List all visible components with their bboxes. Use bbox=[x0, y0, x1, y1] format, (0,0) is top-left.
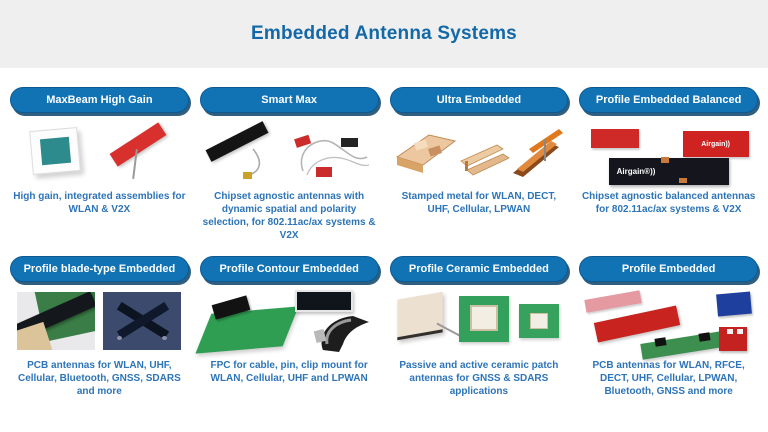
maxbeam-product-images bbox=[13, 121, 185, 185]
blue-pcb-module-image bbox=[715, 291, 752, 317]
balanced-product-images: Airgain)) Airgain®)) bbox=[583, 121, 755, 185]
ceramic-product-images bbox=[393, 290, 565, 354]
stamped-metal-antennas-image bbox=[395, 129, 563, 177]
green-pcb-strip-image bbox=[639, 330, 730, 360]
category-button-smart-max[interactable]: Smart Max bbox=[199, 87, 379, 113]
category-button-profile-ceramic[interactable]: Profile Ceramic Embedded bbox=[389, 256, 569, 282]
category-description: Passive and active ceramic patch antenna… bbox=[399, 360, 559, 397]
contact-pad-image bbox=[726, 329, 733, 334]
category-button-ultra-embedded[interactable]: Ultra Embedded bbox=[389, 87, 569, 113]
cross-blade-antenna-photo bbox=[103, 292, 182, 350]
category-card-ultra-embedded: Ultra Embedded Stamped metal for WLAN, D… bbox=[389, 87, 569, 242]
small-red-pcb-module-image bbox=[590, 129, 639, 148]
green-fpc-sheet-image bbox=[195, 306, 299, 354]
contour-product-images bbox=[195, 290, 375, 354]
category-grid: MaxBeam High Gain High gain, integrated … bbox=[0, 68, 768, 409]
small-ceramic-patch-image bbox=[529, 313, 548, 329]
smartmax-product-images bbox=[203, 121, 375, 185]
category-card-profile-embedded: Profile Embedded PCB antennas for WLAN, … bbox=[579, 256, 758, 409]
category-description: PCB antennas for WLAN, UHF, Cellular, Bl… bbox=[17, 360, 181, 397]
category-card-maxbeam-high-gain: MaxBeam High Gain High gain, integrated … bbox=[10, 87, 189, 242]
copper-contact-image bbox=[678, 178, 687, 183]
profile-product-images bbox=[583, 290, 755, 360]
ultra-product-images bbox=[393, 121, 565, 185]
category-card-profile-embedded-balanced: Profile Embedded Balanced Airgain)) Airg… bbox=[579, 87, 758, 242]
title-band: Embedded Antenna Systems bbox=[0, 0, 768, 68]
category-description: High gain, integrated assemblies for WLA… bbox=[13, 191, 186, 215]
chip-on-green-strip-image bbox=[698, 332, 711, 342]
blade-on-green-pcb-photo bbox=[17, 292, 96, 350]
pink-pcb-strip-image bbox=[583, 290, 642, 313]
red-pcb-strip-image bbox=[593, 305, 680, 343]
category-description: Chipset agnostic antennas with dynamic s… bbox=[202, 191, 376, 241]
category-description: Stamped metal for WLAN, DECT, UHF, Cellu… bbox=[401, 191, 557, 215]
airgain-logo-black: Airgain®)) bbox=[616, 167, 656, 176]
category-button-profile-contour[interactable]: Profile Contour Embedded bbox=[199, 256, 379, 282]
black-pcb-strip-airgain-image: Airgain®)) bbox=[608, 158, 729, 185]
category-button-profile-embedded[interactable]: Profile Embedded bbox=[579, 256, 758, 282]
category-card-smart-max: Smart Max Chipset agnostic antennas with… bbox=[199, 87, 379, 242]
category-description: FPC for cable, pin, clip mount for WLAN,… bbox=[210, 360, 368, 384]
ceramic-patch-angled-image bbox=[397, 291, 443, 341]
category-button-profile-embedded-balanced[interactable]: Profile Embedded Balanced bbox=[579, 87, 758, 113]
contact-pad-image bbox=[736, 329, 743, 334]
clip-mount-antenna-image bbox=[313, 316, 370, 352]
black-flat-module-image bbox=[295, 290, 354, 312]
chip-on-green-strip-image bbox=[654, 337, 667, 347]
category-card-profile-blade-type: Profile blade-type Embedded PCB antennas… bbox=[10, 256, 189, 409]
red-pcb-antenna-image bbox=[109, 122, 167, 167]
airgain-logo-red: Airgain)) bbox=[701, 140, 731, 148]
category-button-profile-blade-type[interactable]: Profile blade-type Embedded bbox=[10, 256, 189, 282]
category-card-profile-ceramic: Profile Ceramic Embedded Passive and act… bbox=[389, 256, 569, 409]
page-title: Embedded Antenna Systems bbox=[251, 23, 517, 44]
category-description: Chipset agnostic balanced antennas for 8… bbox=[581, 191, 756, 215]
teal-pcb-inlay-image bbox=[40, 136, 72, 166]
category-description: PCB antennas for WLAN, RFCE, DECT, UHF, … bbox=[592, 360, 745, 397]
red-pcb-module-airgain-image: Airgain)) bbox=[682, 131, 749, 157]
cable-assembly-image bbox=[243, 134, 370, 179]
copper-contact-image bbox=[660, 157, 669, 163]
ceramic-patch-image bbox=[469, 305, 498, 331]
category-card-profile-contour: Profile Contour Embedded FPC for cable, … bbox=[195, 256, 379, 409]
category-button-maxbeam-high-gain[interactable]: MaxBeam High Gain bbox=[10, 87, 189, 113]
blade-product-images bbox=[13, 290, 185, 354]
